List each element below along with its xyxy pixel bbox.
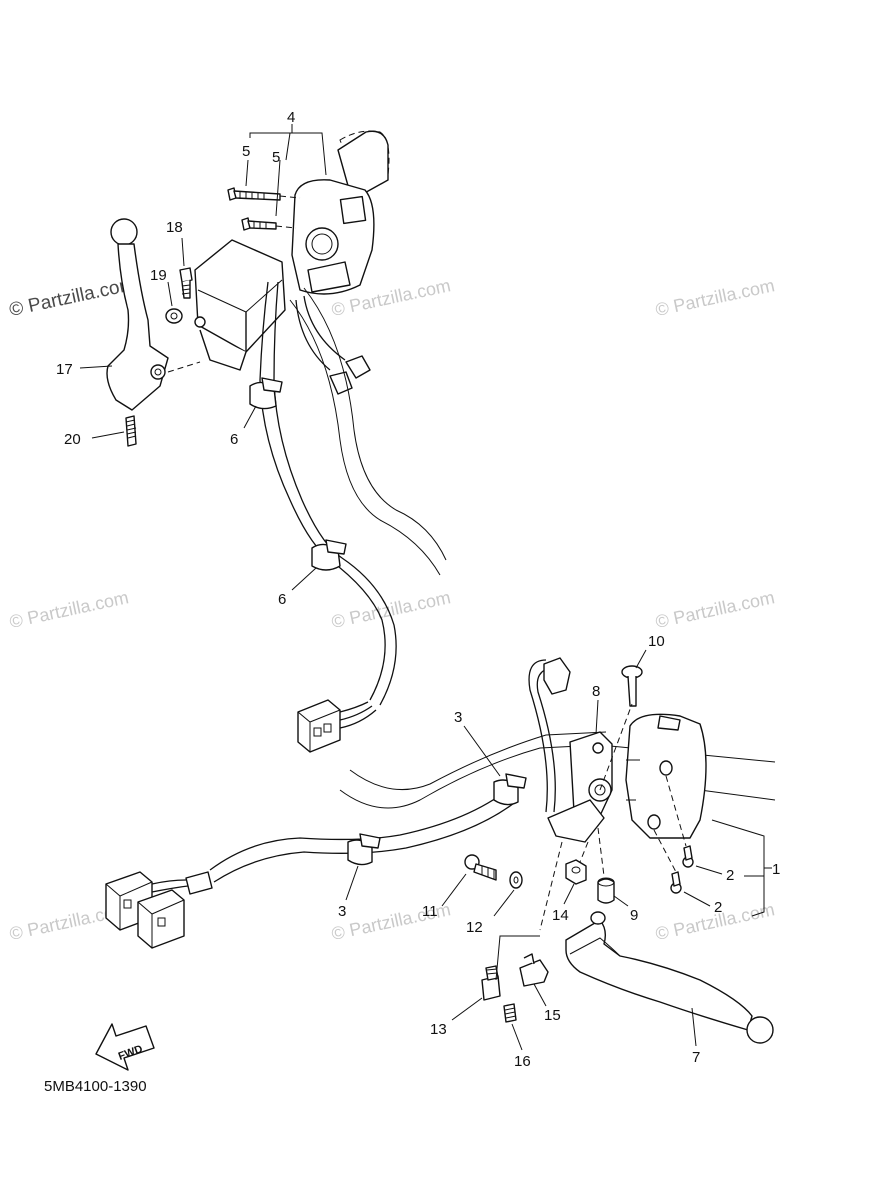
right-handlebar [339, 731, 776, 809]
callout-9: 9 [630, 907, 638, 924]
cable-clamp-lower-right [493, 773, 527, 806]
handlebar-outline-upper [289, 287, 447, 576]
cable-clamp-upper [249, 377, 283, 410]
clutch-lever [106, 218, 201, 411]
callout-12: 12 [466, 919, 483, 936]
callout-6: 6 [278, 591, 286, 608]
switch-screws [227, 187, 301, 231]
callout-20: 20 [64, 431, 81, 448]
collar-9 [597, 877, 615, 904]
screws-2 [670, 845, 694, 894]
leader-lines [79, 124, 772, 1051]
callout-17: 17 [56, 361, 73, 378]
connector-upper [297, 699, 377, 753]
washer-12 [509, 871, 523, 889]
cable-clamp-middle [311, 539, 347, 571]
callout-10: 10 [648, 633, 665, 650]
left-switch-wiring [259, 281, 397, 706]
connector-lower [105, 871, 213, 949]
diagram-code: 5MB4100-1390 [44, 1078, 147, 1095]
screw-16 [503, 1003, 517, 1023]
callout-19: 19 [150, 267, 167, 284]
lever-bolt [179, 267, 193, 299]
callout-5: 5 [272, 149, 280, 166]
spring-screw [125, 415, 137, 447]
callout-6: 6 [230, 431, 238, 448]
left-handlebar-grip [337, 130, 390, 201]
stop-switch-15 [519, 953, 549, 987]
master-cylinder-bracket [547, 731, 613, 843]
callout-15: 15 [544, 1007, 561, 1024]
callout-14: 14 [552, 907, 569, 924]
brake-lever [565, 911, 774, 1044]
callout-7: 7 [692, 1049, 700, 1066]
callout-13: 13 [430, 1021, 447, 1038]
brake-switch-wire [528, 657, 571, 813]
lever-holder-block [194, 239, 286, 371]
callout-11: 11 [422, 903, 438, 920]
bolt-11 [464, 854, 497, 881]
callout-4: 4 [287, 109, 295, 126]
callout-1: 1 [772, 861, 780, 878]
callout-3: 3 [338, 903, 346, 920]
callout-5: 5 [242, 143, 250, 160]
callout-8: 8 [592, 683, 600, 700]
fwd-arrow-icon: FWD [95, 1023, 155, 1071]
callout-18: 18 [166, 219, 183, 236]
callout-2: 2 [714, 899, 722, 916]
lever-nut [165, 308, 183, 324]
nut-14 [565, 859, 587, 885]
callout-16: 16 [514, 1053, 531, 1070]
callout-2: 2 [726, 867, 734, 884]
callout-labels: 1 2 2 3 3 4 5 5 6 6 7 8 9 10 11 12 13 14… [56, 109, 780, 1070]
left-switch-housing [291, 179, 375, 295]
callout-3: 3 [454, 709, 462, 726]
pivot-bolt-10 [621, 665, 643, 707]
cable-clamp-lower-left [347, 833, 381, 866]
bolt-13 [481, 965, 501, 1001]
